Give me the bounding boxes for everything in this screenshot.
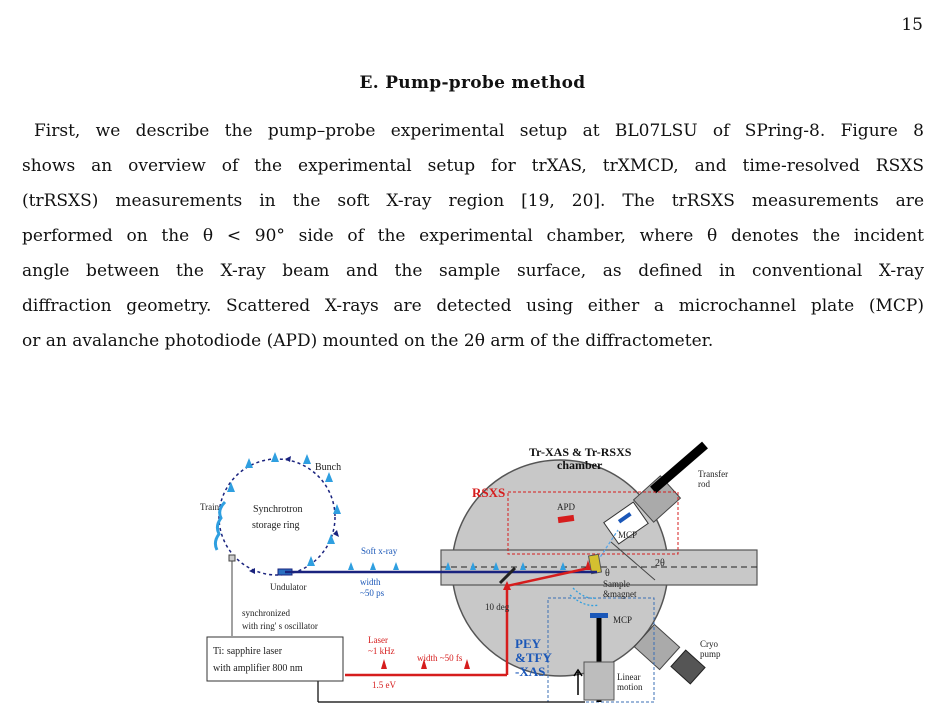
train-bunches [213, 500, 227, 551]
rsxs-box [507, 491, 679, 555]
label-mcp-bottom: MCP [613, 615, 632, 625]
label-laser-box-2: with amplifier 800 nm [213, 663, 303, 674]
label-angle: 10 deg [485, 602, 510, 612]
label-oscillator: with ring' s oscillator [242, 621, 318, 631]
paragraph-line: angle between the X-ray beam and the sam… [22, 261, 924, 281]
label-soft-xray: Soft x-ray [361, 546, 398, 556]
section-heading: E. Pump-probe method [359, 73, 586, 93]
label-pump: pump [700, 649, 721, 659]
label-sample: Sample [603, 579, 630, 589]
label-apd: APD [557, 502, 576, 512]
label-photon-energy: 1.5 eV [372, 680, 396, 690]
xray-pulses [348, 562, 566, 570]
ring-bunches [227, 452, 341, 566]
label-laser-width: width ~50 fs [417, 653, 463, 663]
label-linear: Linear [617, 672, 640, 682]
label-bunch: Bunch [315, 462, 341, 473]
storage-ring [218, 458, 336, 576]
transfer-rod [632, 441, 708, 523]
label-transfer: Transfer [698, 469, 728, 479]
label-tfy: &TFY [515, 650, 552, 665]
paragraph-line: performed on the θ < 90° side of the exp… [22, 226, 924, 246]
paragraph-line: (trRSXS) measurements in the soft X-ray … [22, 191, 924, 211]
label-chamber: chamber [557, 458, 603, 472]
label-rsxs: RSXS [472, 485, 505, 500]
label-motion: motion [617, 682, 643, 692]
mcp-detector [603, 501, 649, 545]
label-synchrotron: Synchrotron [253, 504, 302, 515]
laser-source-box [206, 636, 344, 682]
laser-path [345, 566, 590, 677]
label-xray-width-value: ~50 ps [360, 588, 385, 598]
label-pey: PEY [515, 636, 542, 651]
label-rod: rod [698, 479, 710, 489]
paragraph-line: diffraction geometry. Scattered X-rays a… [22, 296, 924, 316]
label-storage-ring: storage ring [252, 520, 300, 531]
label-cryo: Cryo [700, 639, 719, 649]
paragraph-line: First, we describe the pump–probe experi… [34, 121, 924, 141]
label-theta: θ [605, 568, 610, 579]
linear-motion-stage [583, 661, 615, 701]
label-laser-rate: ~1 kHz [368, 646, 395, 656]
label-chamber-title: Tr-XAS & Tr-RSXS [529, 445, 632, 459]
cryo-pump [633, 623, 706, 685]
mirror [498, 566, 517, 585]
label-laser: Laser [368, 635, 388, 645]
label-synchronized: synchronized [242, 608, 290, 618]
setup-figure: Bunch Synchrotron storage ring Train Und… [200, 441, 758, 703]
label-undulator: Undulator [270, 582, 307, 592]
label-train: Train [200, 502, 220, 512]
apd-detector [557, 514, 575, 524]
paragraph-line: or an avalanche photodiode (APD) mounted… [22, 331, 714, 351]
label-two-theta: 2θ [655, 558, 665, 569]
label-mcp-top: MCP [618, 530, 637, 540]
label-xray-width: width [360, 577, 381, 587]
label-magnet: &magnet [603, 589, 637, 599]
paragraph-line: shows an overview of the experimental se… [22, 156, 924, 176]
label-laser-box: Ti: sapphire laser [213, 646, 283, 657]
page-number: 15 [901, 15, 923, 35]
label-xas: -XAS [515, 664, 545, 679]
body-paragraph: First, we describe the pump–probe experi… [22, 114, 924, 359]
